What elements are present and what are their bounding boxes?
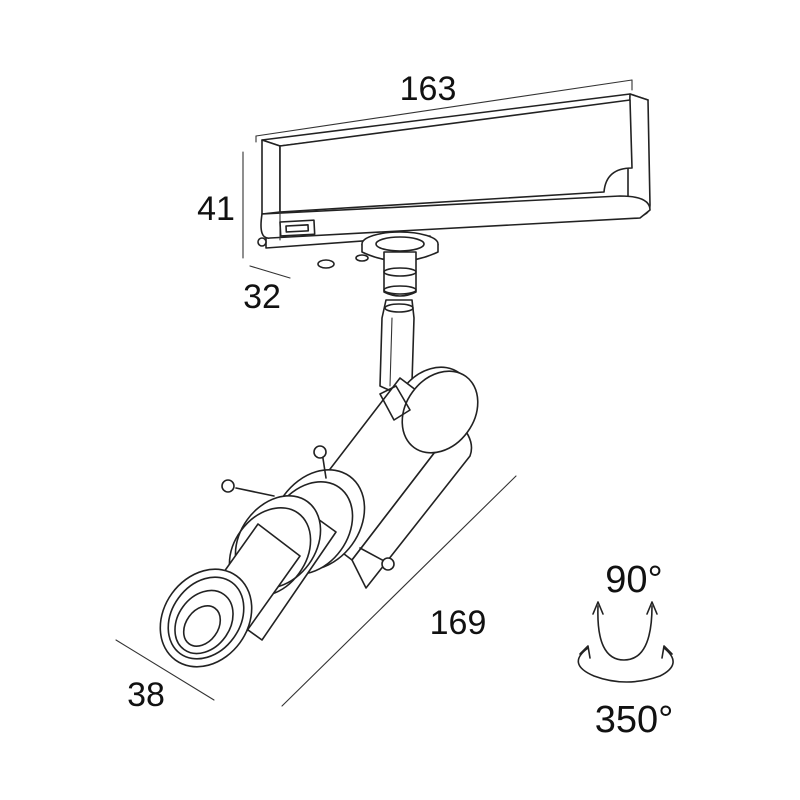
swivel-mount [361,231,439,395]
tilt-angle-label: 90° [605,559,662,601]
rotation-symbol [577,601,674,683]
dimension-adapter-depth: 32 [243,278,281,316]
spotlight-body [159,366,479,668]
dimension-adapter-length: 163 [400,70,457,108]
pan-arrow-icon [577,645,674,683]
pan-angle-label: 350° [595,699,674,741]
dimension-body-diameter: 38 [127,676,165,714]
dimension-body-length: 169 [430,604,487,642]
dimension-adapter-height: 41 [197,190,235,228]
tilt-arrow-icon [592,601,658,661]
dimension-lines [115,79,633,707]
track-adapter [257,93,651,269]
